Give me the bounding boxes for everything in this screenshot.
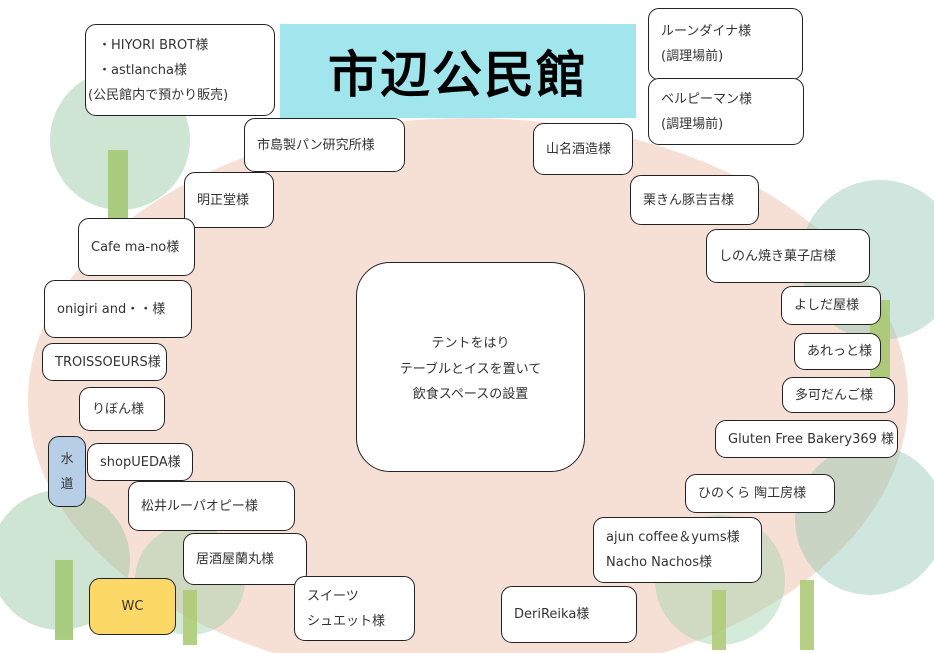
stall-label: ・astlancha様 (98, 62, 188, 78)
stall-note: (調理場前) (661, 116, 724, 132)
stall-taka-dango: 多可だんご様 (782, 377, 895, 413)
stall-label: Nacho Nachos様 (606, 555, 712, 570)
stall-meiseido: 明正堂様 (184, 172, 274, 228)
stall-label: スイーツ (307, 588, 359, 604)
water-tap: 水 道 (48, 436, 86, 507)
water-label: 道 (60, 476, 74, 492)
wc: WC (89, 578, 176, 635)
stall-kurikin: 栗きん豚吉吉様 (630, 175, 759, 225)
eating-space-line: テントをはり (431, 336, 510, 351)
stall-hinokura: ひのくら 陶工房様 (685, 474, 835, 513)
stall-yamana: 山名酒造様 (533, 123, 633, 175)
stall-ajun-nacho: ajun coffee＆yums様 Nacho Nachos様 (593, 517, 762, 583)
stall-matsui: 松井ルーパオピー様 (128, 481, 295, 531)
page-title: 市辺公民館 (280, 24, 636, 118)
stall-note: (公民館内で預かり販売) (88, 87, 229, 103)
stall-label: ルーンダイナ様 (661, 24, 752, 39)
stall-troissoeurs: TROISSOEURS様 (42, 343, 167, 381)
eating-space: テントをはり テーブルとイスを置いて 飲食スペースの設置 (356, 262, 585, 472)
stall-izakaya-ranmaru: 居酒屋蘭丸様 (183, 533, 307, 585)
stall-sweets-chouette: スイーツ シュエット様 (294, 576, 415, 641)
stall-onigiri: onigiri and・・様 (44, 280, 192, 338)
stall-derireika: DeriReika様 (501, 586, 637, 643)
stall-ichijima: 市島製パン研究所様 (244, 118, 405, 172)
stall-runedaina: ルーンダイナ様 (調理場前) (648, 8, 803, 80)
stall-berupiman: ベルピーマン様 (調理場前) (648, 78, 804, 145)
stall-hiyori-astlancha: ・HIYORI BROT様 ・astlancha様 (公民館内で預かり販売) (85, 24, 275, 116)
stall-label: ベルピーマン様 (661, 91, 753, 107)
eating-space-line: テーブルとイスを置いて (399, 361, 542, 377)
stall-shopueda: shopUEDA様 (87, 443, 193, 481)
stall-gluten-free: Gluten Free Bakery369 様 (715, 420, 898, 458)
stall-shinon: しのん焼き菓子店様 (706, 229, 870, 283)
stall-label: ・HIYORI BROT様 (98, 37, 209, 53)
stall-cafe-mano: Cafe ma-no様 (78, 218, 195, 276)
stall-label: ajun coffee＆yums様 (606, 530, 740, 545)
water-label: 水 (60, 451, 74, 467)
stall-ribon: りぼん様 (79, 387, 165, 431)
stall-arette: あれっと様 (794, 333, 881, 370)
stall-note: (調理場前) (661, 49, 724, 64)
eating-space-line: 飲食スペースの設置 (412, 387, 529, 402)
stall-yoshida: よしだ屋様 (781, 286, 881, 325)
stall-label: シュエット様 (307, 613, 386, 629)
